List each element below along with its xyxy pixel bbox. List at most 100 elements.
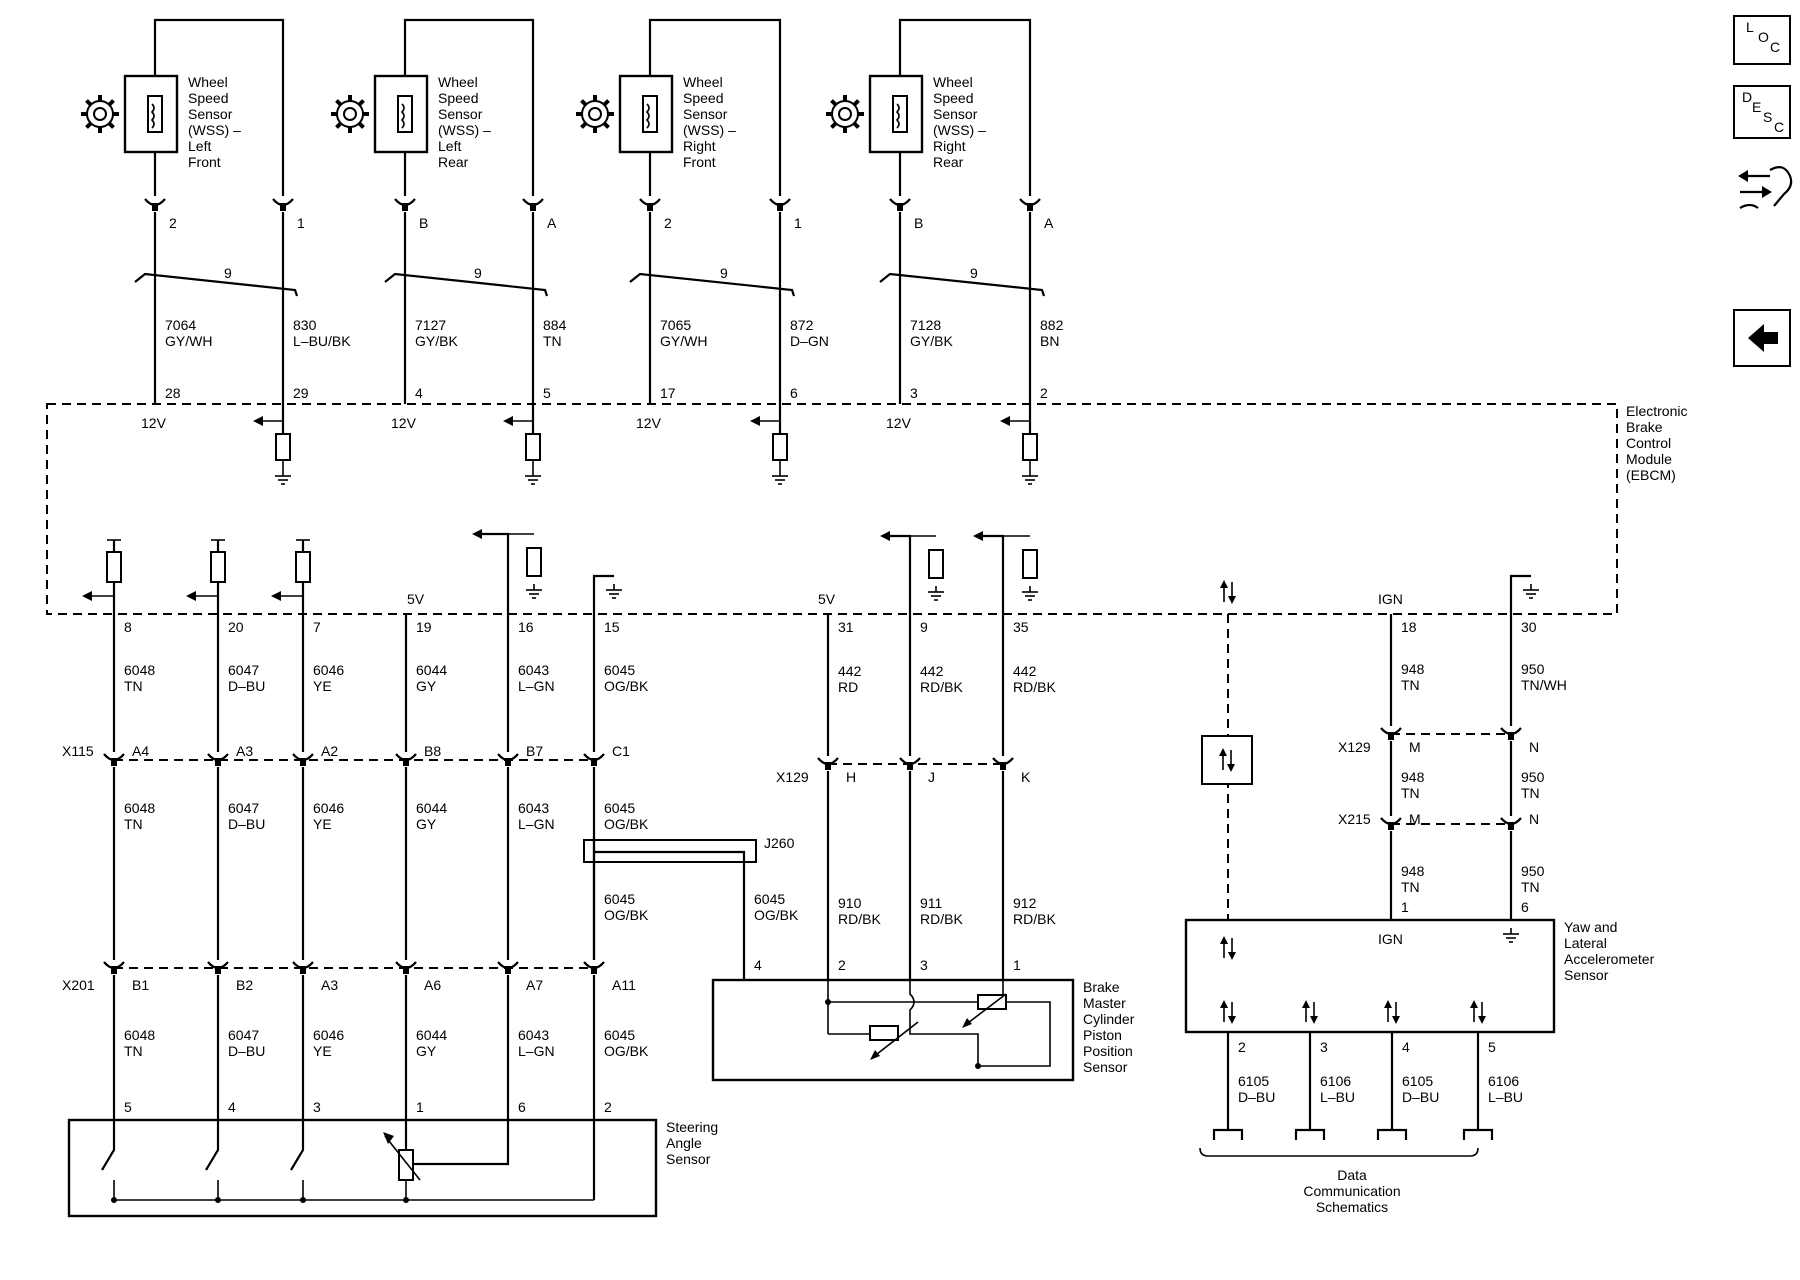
pulldown-16 (472, 529, 543, 614)
sensor-pin: 1 (1013, 957, 1021, 973)
ebcm-pin: 15 (604, 619, 620, 635)
arrow-icon (973, 531, 983, 541)
wire-number: 6105 (1402, 1073, 1433, 1089)
junction-dot (975, 1063, 981, 1069)
connector-swap-button[interactable] (1738, 165, 1793, 209)
arrow-icon (253, 416, 263, 426)
connector-pin (152, 203, 158, 211)
wire-color: GY/BK (415, 333, 458, 349)
splice-box (583, 839, 757, 863)
connector-pin (907, 762, 913, 770)
connector-pin (825, 762, 831, 770)
twisted-pair-marker (134, 272, 299, 297)
wire-number: 6048 (124, 662, 155, 678)
wss-pin-a: B (914, 215, 923, 231)
wire-color: GY (416, 1043, 437, 1059)
wire-number: 872 (790, 317, 814, 333)
connector-pin-label: B8 (424, 743, 441, 759)
wire (827, 980, 1051, 1067)
wss-coil (892, 95, 908, 133)
wire-color: D–BU (1402, 1089, 1439, 1105)
wire (871, 1021, 919, 1059)
loc-letter: L (1746, 19, 1754, 35)
wire-color: OG/BK (604, 907, 649, 923)
sensor-pin: 1 (416, 1099, 424, 1115)
wire-color: OG/BK (604, 678, 649, 694)
wire-number: 6043 (518, 662, 549, 678)
wire-number: 6044 (416, 1027, 447, 1043)
wire-color: TN (543, 333, 562, 349)
wire-number: 7128 (910, 317, 941, 333)
wire-number: 6105 (1238, 1073, 1269, 1089)
wire (1509, 574, 1531, 614)
wire-color: GY (416, 816, 437, 832)
ground-icon (1021, 469, 1039, 485)
desc-letter: E (1752, 99, 1761, 115)
wss-loop-wire (898, 18, 1032, 196)
desc-letter: C (1774, 119, 1784, 135)
resistor (526, 547, 542, 577)
wire-color: D–BU (228, 678, 265, 694)
wss-pin-a: 2 (169, 215, 177, 231)
junction-dot (825, 999, 831, 1005)
arrow-icon (503, 416, 513, 426)
back-button[interactable] (1733, 309, 1791, 367)
wire-number: 884 (543, 317, 567, 333)
sensor-pin: 4 (1402, 1039, 1410, 1055)
resistor (772, 433, 788, 461)
sensor-pin: 6 (1521, 899, 1529, 915)
desc-icon[interactable] (1733, 85, 1791, 139)
sensor-pin: 2 (604, 1099, 612, 1115)
bidirectional-arrow-icon (1219, 579, 1237, 605)
wire (963, 993, 1007, 1027)
wire-color: TN (124, 816, 143, 832)
ebcm-pin: 8 (124, 619, 132, 635)
supply-label: 5V (407, 591, 425, 607)
connector-pin (530, 203, 536, 211)
wire-number: 950 (1521, 661, 1545, 677)
wire-color: GY/WH (165, 333, 212, 349)
desc-letter: D (1742, 89, 1752, 105)
wire-number: 6106 (1320, 1073, 1351, 1089)
wire-color: RD/BK (920, 911, 963, 927)
wire-number: 6046 (313, 800, 344, 816)
wire-color: OG/BK (604, 1043, 649, 1059)
connector-pin-label: A3 (321, 977, 338, 993)
ebcm-pin: 29 (293, 385, 309, 401)
connector-pin (403, 758, 409, 766)
loc-icon[interactable] (1733, 15, 1791, 65)
wire-number: 830 (293, 317, 317, 333)
wire-color: TN (1521, 785, 1540, 801)
wss-coil (642, 95, 658, 133)
wss-pin-b: A (1044, 215, 1054, 231)
wss-coil-winding (400, 103, 405, 129)
loc-letter: C (1770, 39, 1780, 55)
wire-number: 912 (1013, 895, 1037, 911)
wss-coil-winding (645, 103, 650, 129)
connector-pin-label: A4 (132, 743, 149, 759)
ebcm-pin: 5 (543, 385, 551, 401)
ebcm-pin: 19 (416, 619, 432, 635)
sensor-pin: 2 (838, 957, 846, 973)
wire-number: 950 (1521, 769, 1545, 785)
ebcm-pin: 35 (1013, 619, 1029, 635)
wire-number: 442 (1013, 663, 1037, 679)
ground-icon (525, 583, 543, 599)
wire-number: 950 (1521, 863, 1545, 879)
connector-pin-label: J (928, 769, 935, 785)
loc-button[interactable]: LOC (1733, 15, 1791, 65)
desc-letter: S (1763, 109, 1772, 125)
twisted-pair-marker (384, 272, 549, 297)
gear-icon (824, 93, 866, 135)
connector-pin (1508, 822, 1514, 830)
loc-letter: O (1758, 29, 1769, 45)
